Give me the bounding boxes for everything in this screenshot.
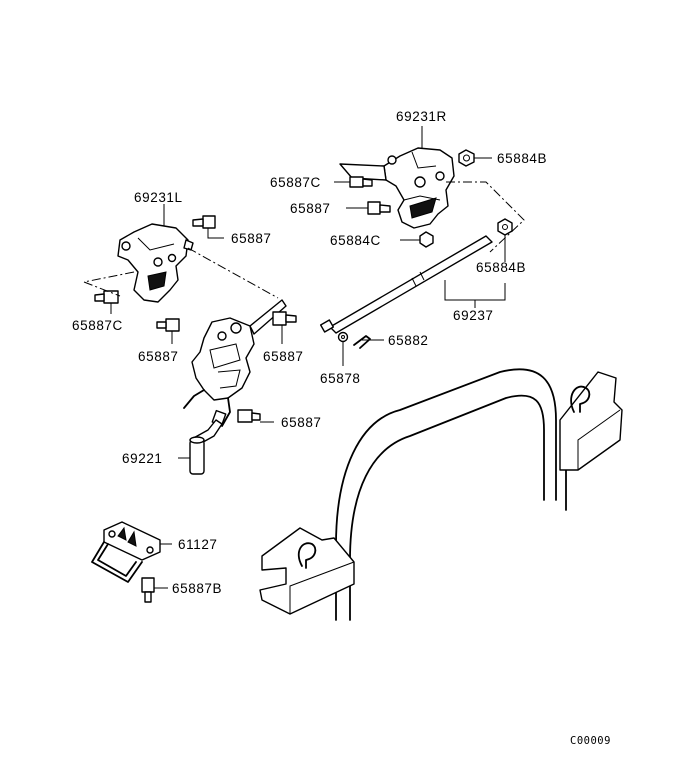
- washer-65878: [337, 331, 349, 343]
- nut-65884B-top: [458, 149, 475, 167]
- centerline-left: [187, 247, 279, 299]
- centerline-right: [446, 181, 525, 253]
- handle-61127: [91, 521, 161, 583]
- label-65887B: 65887B: [172, 581, 222, 596]
- bolt-65887-right: [367, 201, 391, 215]
- label-69231R: 69231R: [396, 109, 447, 124]
- label-61127: 61127: [178, 537, 218, 552]
- bolt-65887-a: [192, 215, 216, 229]
- label-65884B-mid: 65884B: [476, 260, 526, 275]
- striker-69221: [189, 419, 223, 475]
- label-65887-right: 65887: [290, 201, 331, 216]
- centerline-left-2: [82, 271, 135, 297]
- label-69231L: 69231L: [134, 190, 183, 205]
- label-65887-c: 65887: [263, 349, 304, 364]
- pin-65882: [353, 335, 371, 349]
- rod-69237: [319, 235, 493, 334]
- bolt-65887-b: [156, 318, 180, 332]
- label-65887-b: 65887: [138, 349, 179, 364]
- frame-outline: [259, 368, 623, 621]
- label-65887-a: 65887: [231, 231, 272, 246]
- label-69221: 69221: [122, 451, 163, 466]
- label-65884C: 65884C: [330, 233, 381, 248]
- bolt-65887-c: [237, 409, 261, 423]
- bolt-65887C-right: [349, 176, 373, 188]
- label-65884B-top: 65884B: [497, 151, 547, 166]
- label-69237: 69237: [453, 308, 494, 323]
- hinge-right: [339, 147, 455, 229]
- nut-65884C: [419, 231, 434, 248]
- label-65887C-right: 65887C: [270, 175, 321, 190]
- hinge-left: [117, 223, 194, 303]
- latch-assembly: [183, 299, 297, 427]
- label-65878: 65878: [320, 371, 361, 386]
- leaders: [110, 126, 506, 589]
- label-65882: 65882: [388, 333, 429, 348]
- bolt-65887B: [141, 577, 155, 603]
- label-65887-d: 65887: [281, 415, 322, 430]
- label-65887C-left: 65887C: [72, 318, 123, 333]
- nut-65884B-mid: [497, 218, 513, 236]
- bolt-65887C-left: [94, 290, 119, 304]
- diagram-code: C00009: [570, 735, 611, 747]
